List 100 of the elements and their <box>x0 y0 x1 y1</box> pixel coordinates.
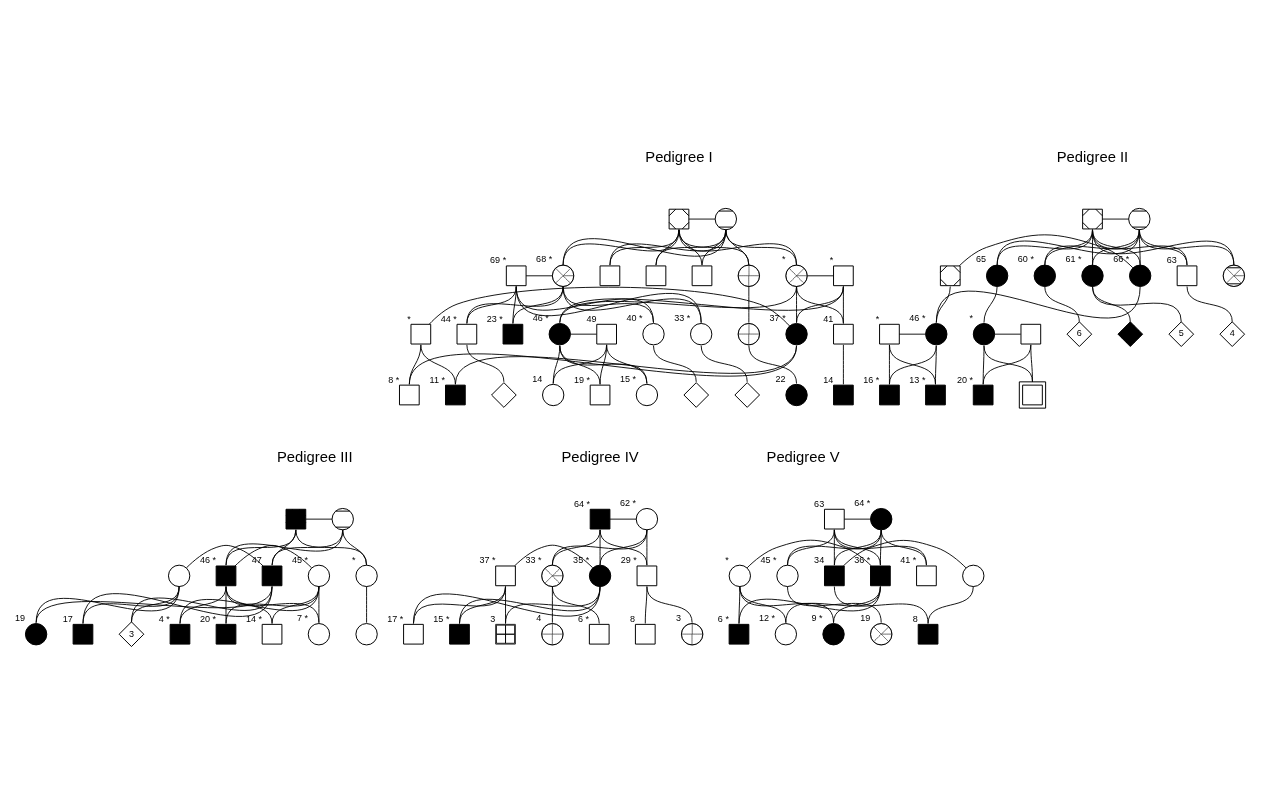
connector <box>599 343 608 385</box>
connector <box>551 585 600 624</box>
connector <box>413 585 601 624</box>
node-label: 63 <box>814 498 825 509</box>
node-label: 3 <box>490 613 496 624</box>
node-diamond: 5 <box>1168 320 1195 347</box>
node-circle <box>822 622 845 645</box>
node-box <box>589 384 611 405</box>
node-diamond: 3 <box>118 620 145 647</box>
node-label: 34 <box>814 554 825 565</box>
node-label: 6 * <box>717 613 729 624</box>
node-circle <box>355 622 378 645</box>
node-label: 46 * <box>199 554 216 565</box>
node-circle <box>785 322 808 345</box>
node-box <box>596 323 617 345</box>
node-label: 68 * <box>536 253 553 264</box>
node-label: 19 <box>15 612 26 623</box>
connector <box>1044 228 1140 266</box>
node-circle <box>962 564 985 587</box>
connector <box>746 539 872 568</box>
node-box <box>1018 380 1047 409</box>
node-box <box>261 623 283 645</box>
node-circle <box>642 322 665 345</box>
connector <box>466 285 564 324</box>
connector <box>609 518 637 520</box>
node-box <box>215 565 237 586</box>
label: Pedigree I <box>645 148 713 165</box>
connector <box>271 585 320 624</box>
node-label: 19 <box>860 612 871 623</box>
node-label: 14 * <box>245 613 262 624</box>
connector <box>466 285 517 324</box>
node-label: 11 * <box>429 374 445 384</box>
node-circle <box>355 564 378 587</box>
node-circle <box>1033 264 1056 287</box>
label: Pedigree IV <box>561 448 639 465</box>
connector <box>646 585 693 623</box>
connector <box>570 333 597 335</box>
node-box <box>824 508 845 529</box>
connector <box>898 333 927 335</box>
node-label: * <box>829 254 834 265</box>
connector <box>562 285 702 323</box>
node-label: * <box>875 313 880 324</box>
connector <box>1101 218 1130 219</box>
connector <box>1092 228 1188 266</box>
node-box <box>833 264 854 286</box>
node-circle <box>728 564 751 587</box>
node-box <box>916 565 937 586</box>
node-label: 36 * <box>854 554 871 565</box>
node-label: 12 * <box>758 612 775 623</box>
node-circle <box>1081 264 1104 287</box>
connector <box>131 585 273 622</box>
connector <box>748 344 797 384</box>
connector <box>678 228 797 266</box>
node-diamond <box>491 381 517 408</box>
connector <box>688 218 716 219</box>
node-box <box>1176 264 1198 286</box>
node-label: 35 * <box>573 554 590 565</box>
node-label: 46 * <box>909 312 926 323</box>
node-label: 29 * <box>620 554 637 565</box>
node-box <box>925 384 946 405</box>
node-box <box>917 623 939 645</box>
connector <box>833 585 881 623</box>
node-label: 15 * <box>433 613 450 624</box>
node-label: 14 <box>532 373 543 384</box>
node-label: 33 * <box>674 312 691 323</box>
node-box <box>403 623 424 645</box>
node-box <box>410 323 432 345</box>
connector <box>787 528 882 566</box>
connector <box>515 285 702 323</box>
node-label: 41 <box>823 313 834 324</box>
node-box <box>589 508 611 529</box>
connector <box>983 285 998 323</box>
node-box <box>505 264 527 286</box>
node-label: 62 * <box>619 497 637 508</box>
node-label: 66 * <box>1113 253 1130 264</box>
connector <box>1044 285 1080 322</box>
node-box <box>833 384 854 405</box>
node-circle <box>774 622 798 645</box>
node-diamond <box>734 381 761 408</box>
label: Pedigree III <box>276 448 353 465</box>
node-circle <box>1129 264 1152 287</box>
node-circle <box>307 564 331 587</box>
connector <box>700 344 748 382</box>
node-label: 8 * <box>388 374 400 384</box>
node-label: 63 <box>1166 254 1177 265</box>
node-box <box>72 623 94 645</box>
connector <box>1186 285 1233 322</box>
node-label: 17 <box>62 613 73 624</box>
connector <box>725 228 797 266</box>
node-circle <box>972 322 996 345</box>
node-circle <box>635 383 659 406</box>
connector <box>1092 285 1182 322</box>
node-box <box>972 384 994 405</box>
node-label: 3 <box>676 612 682 623</box>
connector <box>935 344 937 385</box>
node-label: 15 * <box>619 373 637 384</box>
connector <box>82 585 273 624</box>
node-box <box>1020 323 1042 345</box>
node-box <box>445 384 466 405</box>
node-label: 16 * <box>863 374 880 384</box>
